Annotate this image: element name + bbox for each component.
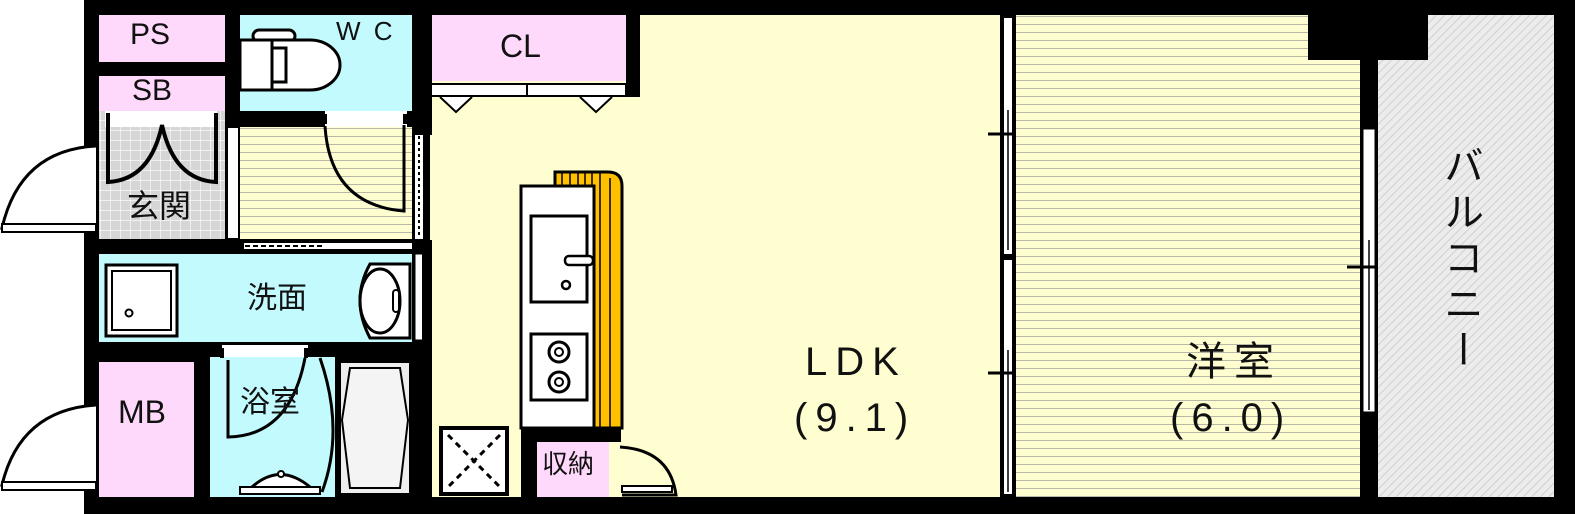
label-genkan: 玄関 [127,187,192,225]
stove-icon [529,332,589,402]
label-yoshitsu: 洋室 [1186,339,1282,385]
sink-icon [529,214,595,304]
label-ldk-size: (9.1) [794,396,917,440]
washbasin-icon [358,262,412,340]
room-closet [430,15,626,81]
label-yoshitsu-size: (6.0) [1170,396,1293,440]
label-sb: SB [132,74,173,107]
label-yokushitsu: 浴室 [240,385,300,420]
room-yoshitsu [1016,15,1308,497]
label-mb: MB [118,394,166,430]
toilet-icon [238,28,342,92]
label-closet: CL [500,28,541,64]
refrigerator-space-icon [439,426,509,496]
label-balcony: バルコニー [1437,145,1483,375]
label-senmen: 洗面 [247,281,307,316]
room-shuno [537,442,609,497]
washing-machine-icon [104,263,179,338]
balcony [1428,15,1554,497]
room-yokushitsu [210,357,335,497]
hallway [240,127,412,239]
bath-faucet-icon [239,470,321,495]
label-shuno: 収納 [542,450,595,480]
room-mb [99,362,194,497]
label-ldk: LDK [805,340,907,384]
room-ps [99,15,225,62]
label-wc: W C [336,16,396,46]
room-sb [99,76,225,111]
label-ps: PS [130,18,171,51]
bathtub-icon [339,361,411,495]
